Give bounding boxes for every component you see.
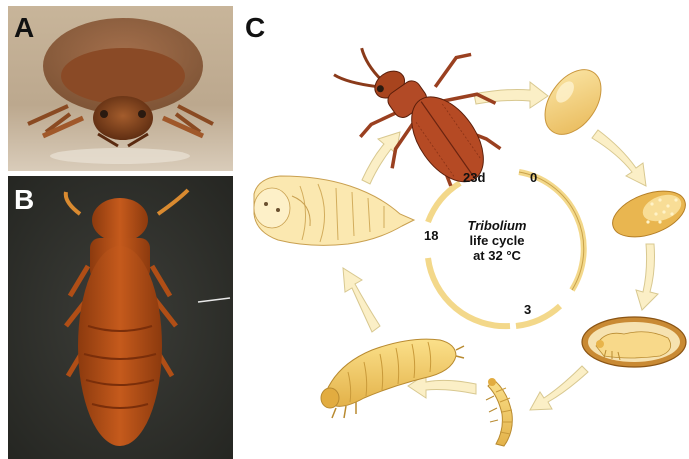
panel-label-a: A (14, 14, 34, 42)
caption-line-2: life cycle (452, 233, 542, 248)
life-cycle-caption: Tribolium life cycle at 32 °C (452, 218, 542, 263)
photo-beetle-front-view (8, 6, 233, 171)
day-mark-adult: 23d (463, 170, 485, 185)
arrow-embryo-to-young-larva (530, 366, 588, 410)
developing-egg (606, 182, 689, 246)
arrow-developing-egg-to-embryo (636, 244, 658, 310)
embryo-in-egg (582, 317, 686, 367)
arrow-larva-to-pupa (343, 268, 380, 332)
arrow-adult-to-egg (474, 82, 548, 108)
day-mark-pupa: 18 (424, 228, 438, 243)
day-mark-start: 0 (530, 170, 537, 185)
caption-genus: Tribolium (452, 218, 542, 233)
larva (321, 339, 464, 418)
day-mark-larva: 3 (524, 302, 531, 317)
young-larva (486, 378, 512, 446)
pupa (254, 176, 414, 245)
photo-beetle-ventral-view (8, 176, 233, 459)
arrow-egg-to-developing-egg (592, 130, 646, 186)
panel-label-b: B (14, 186, 34, 214)
caption-line-3: at 32 °C (452, 248, 542, 263)
